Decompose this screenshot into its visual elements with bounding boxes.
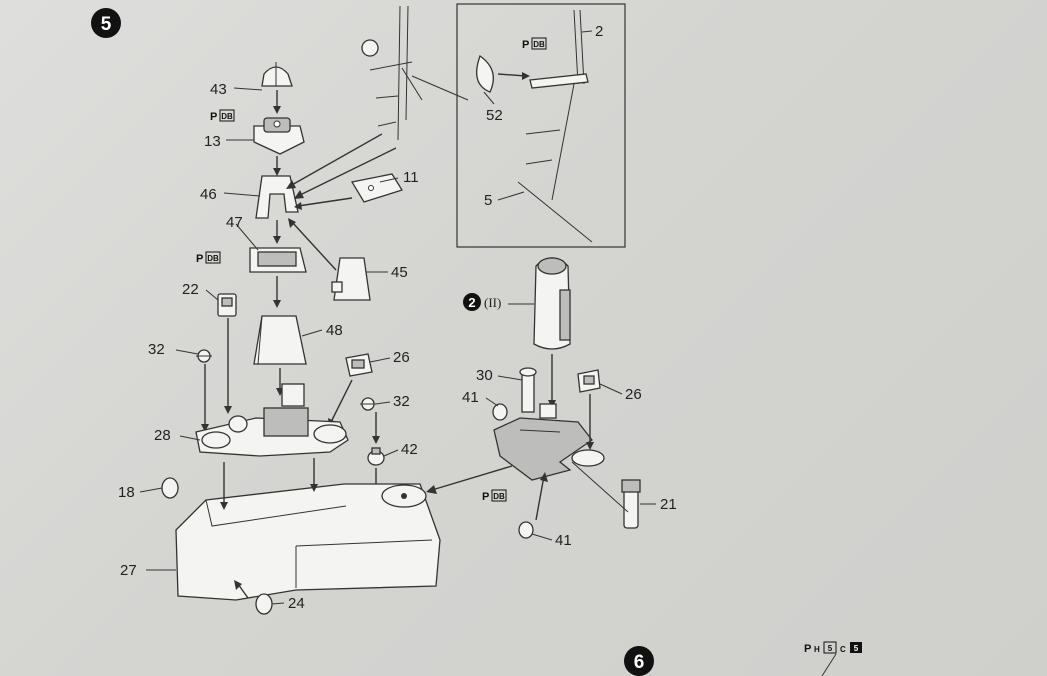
label-27: 27	[120, 562, 137, 579]
paint-mark-inset: P DB	[522, 37, 547, 51]
part-21	[621, 479, 641, 529]
paint-mark-base: P DB	[482, 489, 507, 503]
part-18	[161, 477, 179, 499]
label-47: 47	[226, 214, 243, 231]
svg-text:DB: DB	[207, 254, 219, 263]
part-43	[261, 62, 293, 87]
svg-text:DB: DB	[493, 492, 505, 501]
label-18: 18	[118, 484, 135, 501]
label-46: 46	[200, 186, 217, 203]
label-13: 13	[204, 133, 221, 150]
svg-text:H: H	[814, 645, 820, 654]
label-41-bottom: 41	[555, 532, 572, 549]
inset-part-2	[525, 9, 589, 201]
part-26-right	[577, 369, 601, 393]
svg-text:P: P	[804, 643, 811, 655]
part-28	[195, 383, 349, 457]
svg-text:P: P	[482, 491, 489, 503]
part-24	[255, 593, 273, 615]
step-6-number: 6	[634, 652, 645, 673]
inset-part-5	[517, 181, 593, 243]
label-26-left: 26	[393, 349, 410, 366]
svg-text:DB: DB	[533, 40, 545, 49]
label-22: 22	[182, 281, 199, 298]
label-5: 5	[484, 192, 492, 209]
label-48: 48	[326, 322, 343, 339]
label-24: 24	[288, 595, 305, 612]
label-11: 11	[403, 169, 419, 186]
label-45: 45	[391, 264, 408, 281]
label-43: 43	[210, 81, 227, 98]
svg-text:DB: DB	[221, 112, 233, 121]
label-21: 21	[660, 496, 677, 513]
label-26-right: 26	[625, 386, 642, 403]
part-41-top	[492, 403, 508, 421]
part-30	[519, 367, 537, 413]
label-41-top: 41	[462, 389, 479, 406]
part-41-bottom	[518, 521, 534, 539]
cross-ref-number: 2	[468, 295, 475, 310]
ring-26-socket	[571, 449, 605, 467]
part-13	[253, 117, 305, 155]
deck-plate	[493, 403, 593, 481]
label-42: 42	[401, 441, 418, 458]
svg-text:P: P	[522, 39, 529, 51]
paint-mark-13: P DB	[210, 109, 235, 123]
part-47	[249, 247, 307, 273]
part-42	[367, 447, 385, 466]
funnel-part	[533, 257, 571, 350]
leader-lines	[139, 30, 837, 676]
label-52: 52	[486, 107, 503, 124]
label-2: 2	[595, 23, 603, 40]
part-32-right	[360, 397, 376, 411]
label-28: 28	[154, 427, 171, 444]
inset-part-52	[476, 54, 494, 93]
step-5-badge: 5	[91, 8, 121, 38]
label-30: 30	[476, 367, 493, 384]
part-48	[253, 315, 307, 365]
svg-text:P: P	[210, 111, 217, 123]
part-number-labels: 43 13 46 11 47 45 22 48 32 26 32 28 42 1…	[118, 23, 677, 612]
part-45	[331, 257, 371, 301]
paint-mark-47: P DB	[196, 251, 221, 265]
mast-assembly	[361, 5, 423, 141]
svg-text:P: P	[196, 253, 203, 265]
step6-paint-mark: P H 5 C 5	[804, 641, 862, 655]
label-32-left: 32	[148, 341, 165, 358]
part-26-left	[345, 353, 373, 377]
svg-text:5: 5	[854, 644, 859, 653]
step-6-badge: 6	[624, 646, 654, 676]
part-22	[217, 293, 237, 317]
svg-text:5: 5	[828, 644, 833, 653]
label-32-right: 32	[393, 393, 410, 410]
part-32-left	[196, 349, 212, 363]
detail-inset-box	[456, 3, 626, 248]
part-11	[350, 173, 403, 203]
cross-ref-roman: (II)	[484, 295, 501, 310]
step-5-number: 5	[101, 14, 112, 35]
part-27	[175, 483, 441, 601]
svg-text:C: C	[840, 645, 846, 654]
cross-reference: 2 (II)	[463, 293, 501, 311]
